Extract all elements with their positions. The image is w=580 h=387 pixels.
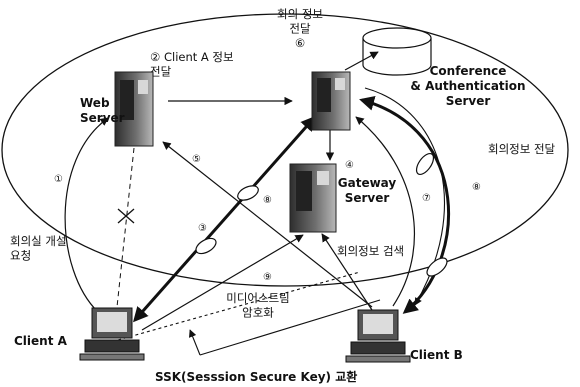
step-marker: ① <box>54 174 63 185</box>
web-server-icon <box>114 71 154 147</box>
client-a-computer-icon <box>79 307 145 361</box>
auth-server-icon <box>311 71 351 131</box>
ssk-label: SSK(Sesssion Secure Key) 교환 <box>155 369 357 384</box>
client-b-computer-icon <box>345 309 411 363</box>
blocked-mark <box>117 208 135 224</box>
step-marker: ⑨ <box>263 272 272 283</box>
conf-info-right-label: 회의정보 전달 <box>488 142 556 156</box>
client-b-label: Client B <box>410 348 463 362</box>
step-marker: ⑧ <box>472 182 481 193</box>
database-icon <box>362 27 432 76</box>
step-marker: ⑦ <box>422 193 431 204</box>
search-label: 회의정보 검색 <box>337 244 404 258</box>
step-marker: ④ <box>345 160 354 171</box>
gateway-server-icon <box>289 163 337 233</box>
client-a-label: Client A <box>14 334 68 348</box>
step-marker: ⑧ <box>263 195 272 206</box>
step-marker: ⑤ <box>192 154 201 165</box>
step-marker: ③ <box>198 223 207 234</box>
connections <box>64 51 451 356</box>
crypto-ellipses <box>195 152 448 277</box>
